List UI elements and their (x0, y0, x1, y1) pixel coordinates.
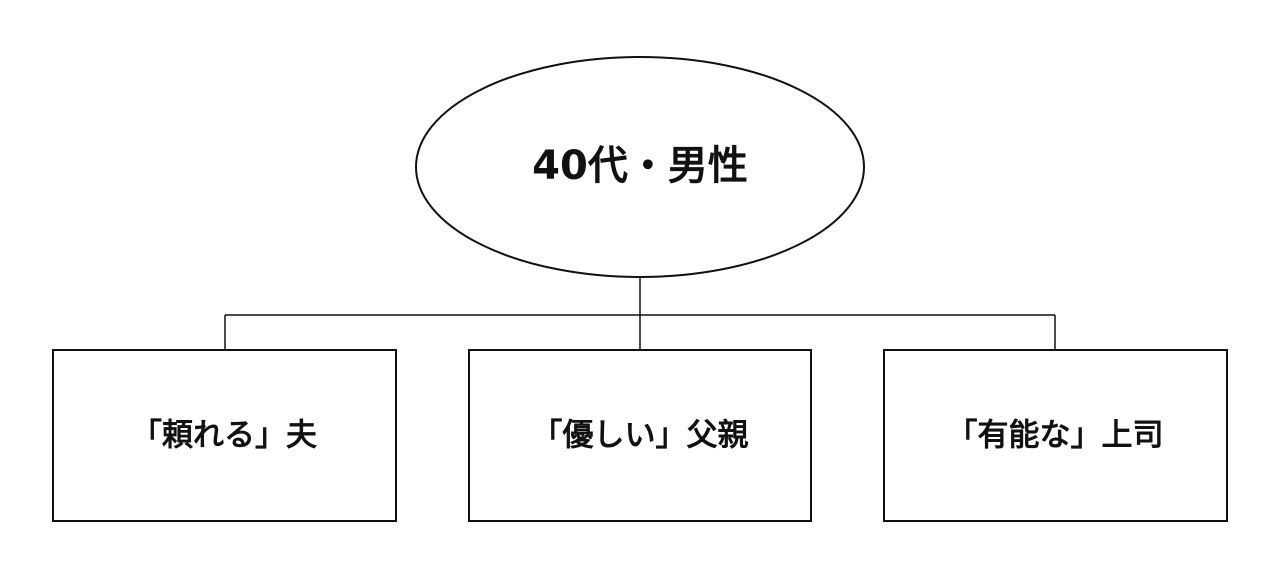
root-ellipse (415, 56, 865, 278)
child-node-3: 「有能な」上司 (883, 349, 1228, 522)
connectors (224, 277, 1056, 350)
child-label-3: 「有能な」上司 (947, 418, 1164, 454)
child-box-3 (883, 349, 1228, 522)
child-node-1: 「頼れる」夫 (52, 349, 397, 522)
child-label-1: 「頼れる」夫 (131, 418, 318, 454)
root-label: 40代・男性 (532, 143, 748, 189)
child-box-2 (468, 349, 812, 522)
root-node: 40代・男性 (415, 56, 865, 278)
child-box-1 (52, 349, 397, 522)
child-node-2: 「優しい」父親 (468, 349, 812, 522)
child-label-2: 「優しい」父親 (532, 418, 749, 454)
